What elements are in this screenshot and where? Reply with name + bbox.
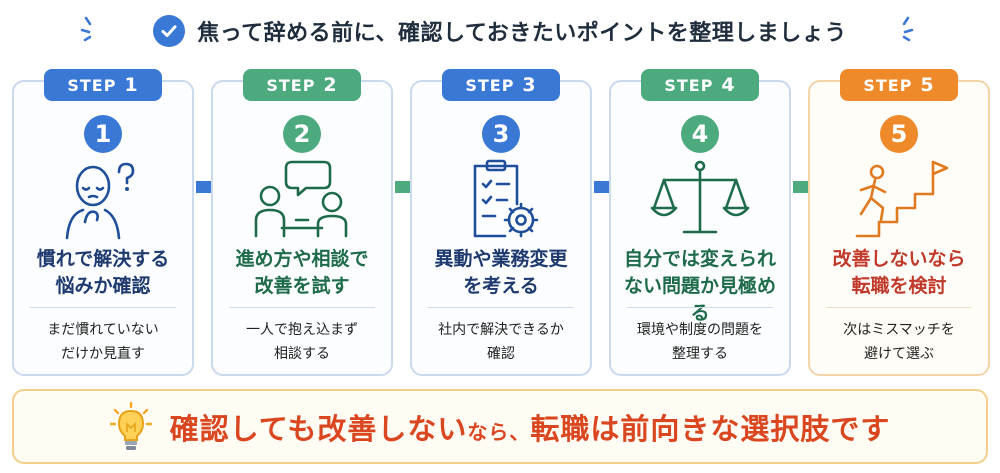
- step-desc-line: 次はミスマッチを: [843, 322, 955, 338]
- check-circle-icon: [153, 15, 186, 47]
- card-divider: [229, 307, 375, 308]
- card-divider: [30, 307, 176, 308]
- step-title-line: 悩みか確認: [55, 275, 151, 297]
- header: 焦って辞める前に、確認しておきたいポイントを整理しましょう: [0, 10, 1000, 52]
- banner-text-part: なら、: [467, 419, 531, 444]
- step-card-3: STEP 3 3 異動や業務変更 を考える 社内で解決できるか 確認: [410, 69, 592, 376]
- step-tab-number: 3: [522, 74, 537, 96]
- step-title: 慣れで解決する 悩みか確認: [18, 246, 188, 300]
- step-desc-line: 整理する: [672, 346, 728, 362]
- step-number-circle: 1: [84, 115, 122, 153]
- thinking-person-icon: [65, 162, 135, 240]
- banner-text-part: 確認しても改善しない: [169, 411, 468, 446]
- step-description: まだ慣れていない だけか見直す: [20, 318, 186, 366]
- light-bulb-icon: [109, 401, 152, 450]
- step-tab-label: STEP: [67, 75, 117, 95]
- step-desc-line: まだ慣れていない: [47, 322, 159, 338]
- step-tab-number: 5: [920, 74, 935, 96]
- step-title: 自分では変えられ ない問題か見極める: [615, 246, 785, 327]
- step-desc-line: 確認: [487, 346, 515, 362]
- step-tab-4: STEP 4: [641, 69, 759, 101]
- step-tab-5: STEP 5: [840, 69, 958, 101]
- clipboard-gear-icon: [473, 159, 539, 238]
- step-tab-label: STEP: [863, 75, 913, 95]
- step-description: 社内で解決できるか 確認: [418, 318, 584, 366]
- step-card-1: STEP 1 1 慣れで解決する 悩みか確認 まだ慣れていない だけか見直す: [12, 69, 194, 376]
- banner-message: 確認しても改善しないなら、転職は前向きな選択肢です: [169, 406, 891, 448]
- step-tab-label: STEP: [664, 75, 714, 95]
- step-tab-number: 4: [721, 74, 736, 96]
- banner-text-part: 転職は前向きな選択肢です: [530, 411, 891, 446]
- step-tab-3: STEP 3: [442, 69, 560, 101]
- step-description: 次はミスマッチを 避けて選ぶ: [816, 318, 982, 366]
- step-number-circle: 4: [681, 115, 719, 153]
- step-number-circle: 3: [482, 115, 520, 153]
- step-desc-line: だけか見直す: [61, 346, 145, 362]
- step-desc-line: 環境や制度の問題を: [637, 322, 763, 338]
- step-title: 改善しないなら 転職を検討: [814, 246, 984, 300]
- step-title-line: 自分では変えられ: [623, 248, 776, 270]
- step-title-line: 慣れで解決する: [36, 248, 170, 270]
- step-title-line: を考える: [463, 275, 539, 297]
- step-tab-number: 2: [323, 74, 338, 96]
- step-title-line: 異動や業務変更: [434, 248, 568, 270]
- conclusion-banner: 確認しても改善しないなら、転職は前向きな選択肢です: [12, 389, 988, 464]
- step-description: 環境や制度の問題を 整理する: [617, 318, 783, 366]
- step-desc-line: 避けて選ぶ: [864, 346, 934, 362]
- step-tab-1: STEP 1: [44, 69, 162, 101]
- step-card-4: STEP 4 4 自分では変えられ ない問題か見極める 環境や制度の問題を 整理す…: [609, 69, 791, 376]
- step-desc-line: 一人で抱え込まず: [246, 322, 358, 338]
- card-divider: [826, 307, 972, 308]
- step-description: 一人で抱え込まず 相談する: [219, 318, 385, 366]
- step-number-circle: 5: [880, 115, 918, 153]
- step-card-5: STEP 5 5 改善しないなら 転職を検討 次はミスマッチを 避けて選ぶ: [808, 69, 990, 376]
- step-number-circle: 2: [283, 115, 321, 153]
- step-card-2: STEP 2 2 進め方や相談で 改善を試す 一人で抱え込まず 相談する: [211, 69, 393, 376]
- step-title-line: 改善しないなら: [832, 248, 966, 270]
- step-desc-line: 社内で解決できるか: [438, 322, 564, 338]
- step-title-line: 改善を試す: [254, 275, 350, 297]
- step-tab-label: STEP: [266, 75, 316, 95]
- step-tab-label: STEP: [465, 75, 515, 95]
- step-desc-line: 相談する: [274, 346, 330, 362]
- stairs-flag-icon: [855, 160, 949, 238]
- sparkle-left-icon: [80, 16, 92, 42]
- card-divider: [428, 307, 574, 308]
- consultation-icon: [254, 160, 348, 238]
- card-divider: [627, 307, 773, 308]
- step-title-line: 進め方や相談で: [235, 248, 369, 270]
- step-tab-2: STEP 2: [243, 69, 361, 101]
- balance-scale-icon: [650, 160, 750, 234]
- step-tab-number: 1: [124, 74, 139, 96]
- step-title: 進め方や相談で 改善を試す: [217, 246, 387, 300]
- step-title: 異動や業務変更 を考える: [416, 246, 586, 300]
- step-title-line: 転職を検討: [851, 275, 947, 297]
- sparkle-right-icon: [902, 16, 914, 42]
- page-title: 焦って辞める前に、確認しておきたいポイントを整理しましょう: [197, 21, 847, 46]
